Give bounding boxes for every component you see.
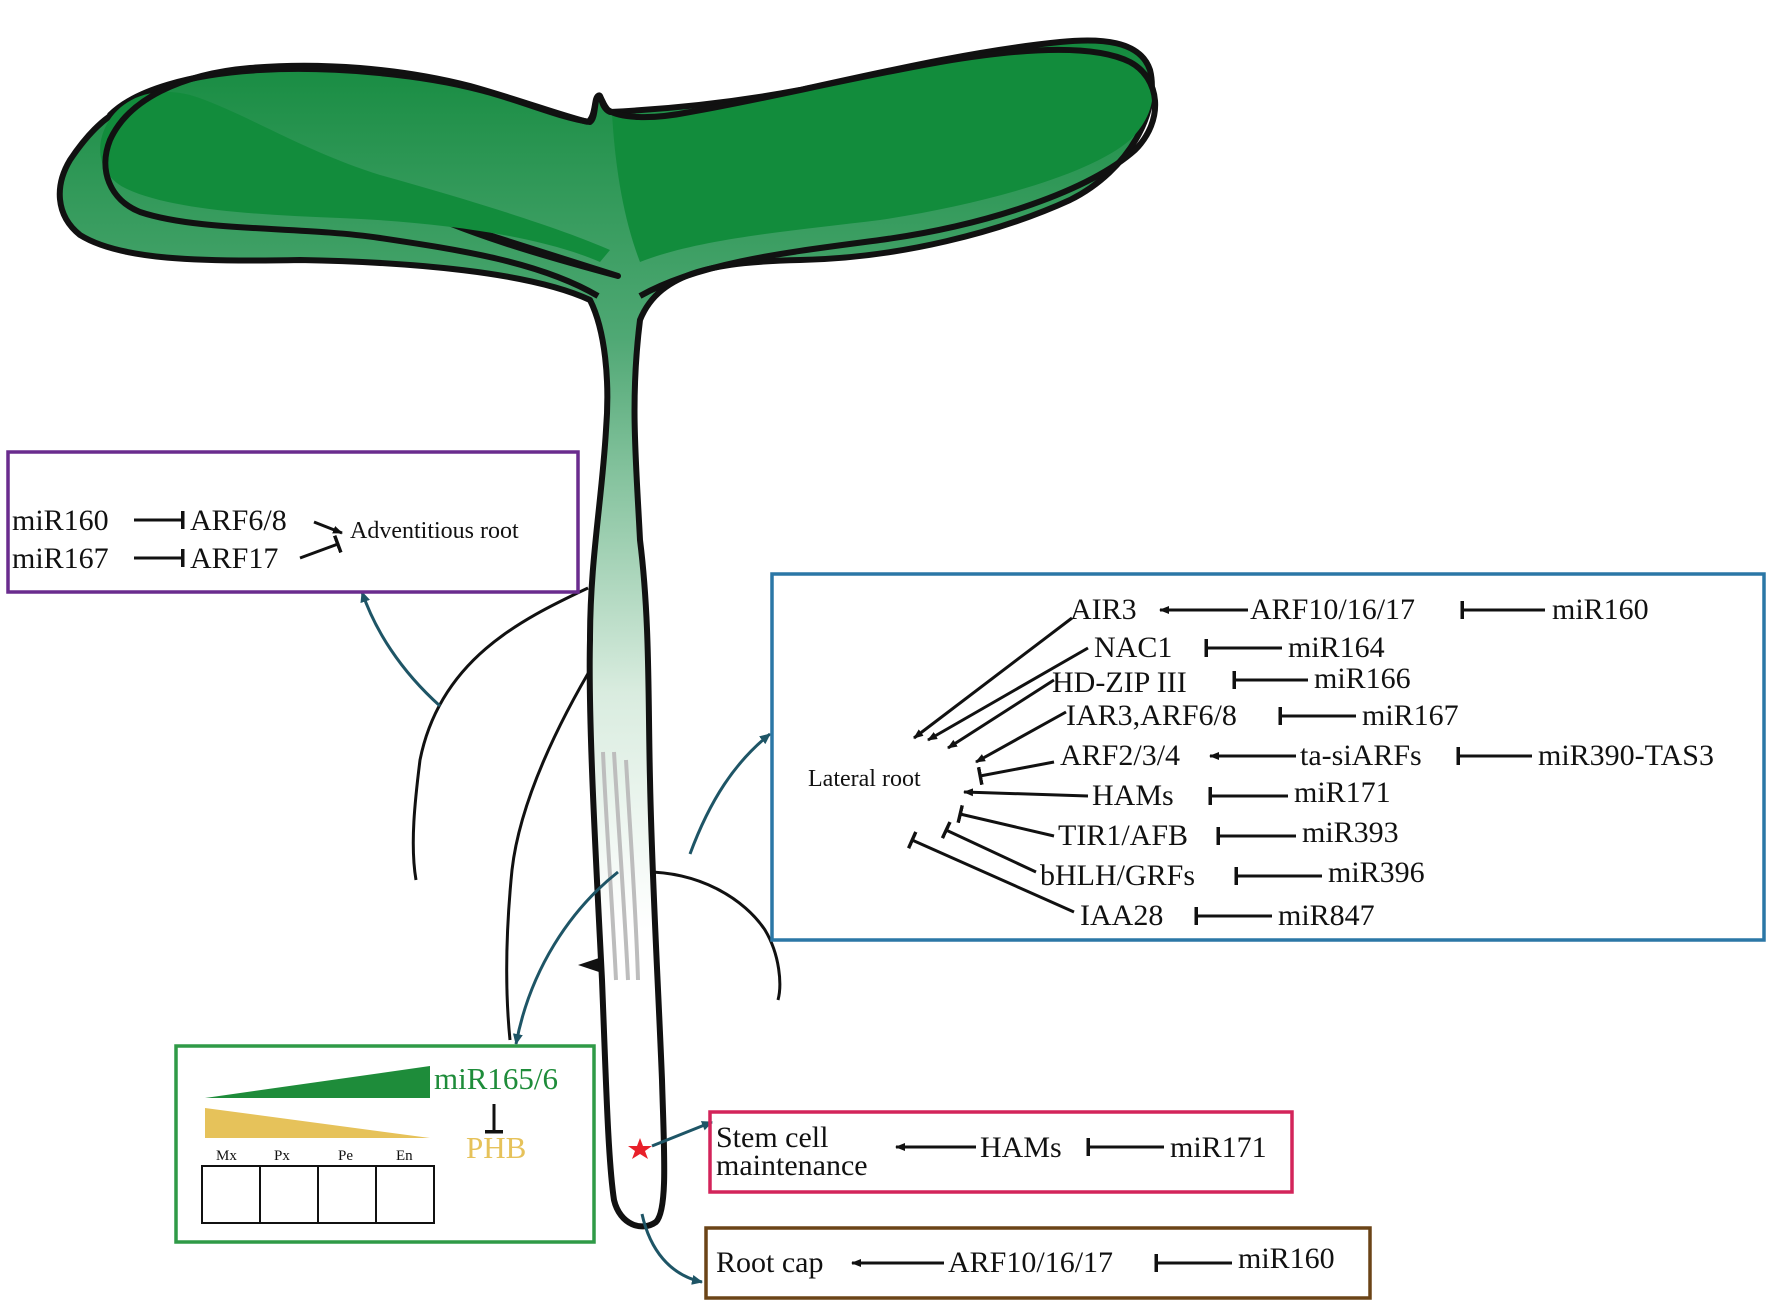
- edge-arf234-lateral: [976, 760, 1055, 786]
- lateral-mir171: miR171: [1294, 776, 1391, 809]
- cell-label-en: En: [396, 1148, 413, 1164]
- stem-cell-box: [708, 1110, 1294, 1194]
- vascular-panel: miR165/6 PHB Mx Px Pe En: [174, 1044, 596, 1244]
- adventitious-arf68: ARF6/8: [190, 504, 287, 537]
- root-cap-mir160: miR160: [1238, 1242, 1335, 1275]
- root-cap-panel: Root cap ARF10/16/17 miR160: [704, 1226, 1372, 1300]
- adventitious-outcome: Adventitious root: [350, 518, 519, 544]
- left-lateral-root: [411, 586, 589, 881]
- mir165-gradient-wedge: [205, 1066, 430, 1098]
- vascular-mir165: miR165/6: [434, 1061, 558, 1096]
- callout-lateral: [688, 732, 771, 855]
- edge-arf17-adventitious: [299, 535, 343, 560]
- lateral-mir847: miR847: [1278, 899, 1375, 932]
- lateral-mir164: miR164: [1288, 631, 1385, 664]
- lateral-mir167: miR167: [1362, 699, 1459, 732]
- cell-label-px: Px: [274, 1148, 290, 1164]
- stele-line-2: [612, 751, 630, 981]
- cell-label-mx: Mx: [216, 1148, 237, 1164]
- stem-cell-hams: HAMs: [980, 1131, 1062, 1164]
- adventitious-mir160: miR160: [12, 504, 109, 537]
- stem-cell-outcome-line1: Stem cell: [716, 1121, 828, 1154]
- lateral-mir393: miR393: [1302, 816, 1399, 849]
- stem-cell-outcome-line2: maintenance: [716, 1149, 868, 1182]
- stem-cell-panel: Stem cell maintenance HAMs miR171: [708, 1110, 1294, 1194]
- lateral-mir160: miR160: [1552, 593, 1649, 626]
- lateral-iaa28: IAA28: [1080, 899, 1163, 932]
- cell-pe: [317, 1165, 377, 1224]
- adventitious-root-box: [6, 450, 580, 594]
- lateral-bhlh: bHLH/GRFs: [1040, 859, 1195, 892]
- lateral-iar3: IAR3,ARF6/8: [1066, 699, 1237, 732]
- callout-stem-cell: [651, 1120, 713, 1148]
- stele-line-1: [601, 751, 618, 981]
- edge-iar3-lateral: [975, 710, 1067, 764]
- seedling-illustration: [56, 37, 1159, 1230]
- adventitious-mir167: miR167: [12, 542, 109, 575]
- edge-hdzip-lateral: [947, 678, 1055, 750]
- edge-tir1-lateral: [956, 804, 1055, 838]
- left-lateral-root-inner: [505, 659, 598, 1041]
- adventitious-root-panel: miR160 ARF6/8 miR167 ARF17 Adventitious …: [6, 450, 580, 594]
- lateral-mir166: miR166: [1314, 662, 1411, 695]
- cotyledon-left: [100, 91, 611, 263]
- stele-line-3: [624, 759, 640, 981]
- lateral-hdzip: HD-ZIP III: [1052, 666, 1187, 699]
- lateral-air3: AIR3: [1070, 593, 1137, 626]
- phb-gradient-wedge: [205, 1108, 430, 1138]
- vascular-phb: PHB: [466, 1130, 526, 1165]
- edge-bhlh-lateral: [940, 821, 1037, 874]
- adventitious-arf17: ARF17: [190, 542, 278, 575]
- lateral-hams: HAMs: [1092, 779, 1174, 812]
- cell-en: [375, 1165, 435, 1224]
- cell-mx: [201, 1165, 261, 1224]
- root-cap-arf: ARF10/16/17: [948, 1246, 1113, 1279]
- edge-hams-lateral: [963, 788, 1089, 798]
- callout-adventitious: [360, 591, 442, 708]
- edge-nac1-lateral: [927, 646, 1089, 742]
- edge-arf68-adventitious: [313, 520, 343, 535]
- lateral-outcome: Lateral root: [808, 766, 921, 792]
- cotyledon-outline: [102, 46, 1159, 299]
- callout-vascular: [512, 870, 619, 1045]
- lateral-root-panel: Lateral root AIR3 ARF10/16/17 miR160 NAC…: [770, 572, 1766, 942]
- lateral-arf101617: ARF10/16/17: [1250, 593, 1415, 626]
- right-lateral-root: [637, 870, 782, 1001]
- stem-cell-mir171: miR171: [1170, 1131, 1267, 1164]
- lateral-root-box: [770, 572, 1766, 942]
- callout-arrows: [360, 591, 771, 1285]
- lateral-tasiarfs: ta-siARFs: [1300, 739, 1422, 772]
- lateral-arf234: ARF2/3/4: [1060, 739, 1180, 772]
- lateral-tir1: TIR1/AFB: [1058, 819, 1188, 852]
- cotyledons-and-stem: [56, 37, 1155, 1230]
- root-cap-outcome: Root cap: [716, 1246, 823, 1279]
- quiescent-center-star-icon: [628, 1138, 652, 1159]
- lateral-mir390: miR390-TAS3: [1538, 739, 1714, 772]
- edge-air3-lateral: [913, 616, 1073, 740]
- lateral-nac1: NAC1: [1094, 631, 1172, 664]
- root-cap-box: [704, 1226, 1372, 1300]
- vascular-box: [174, 1044, 596, 1244]
- lateral-mir396: miR396: [1328, 856, 1425, 889]
- callout-root-cap: [640, 1213, 703, 1285]
- cell-label-pe: Pe: [338, 1148, 353, 1164]
- edge-iaa28-lateral: [906, 831, 1075, 914]
- cell-px: [259, 1165, 319, 1224]
